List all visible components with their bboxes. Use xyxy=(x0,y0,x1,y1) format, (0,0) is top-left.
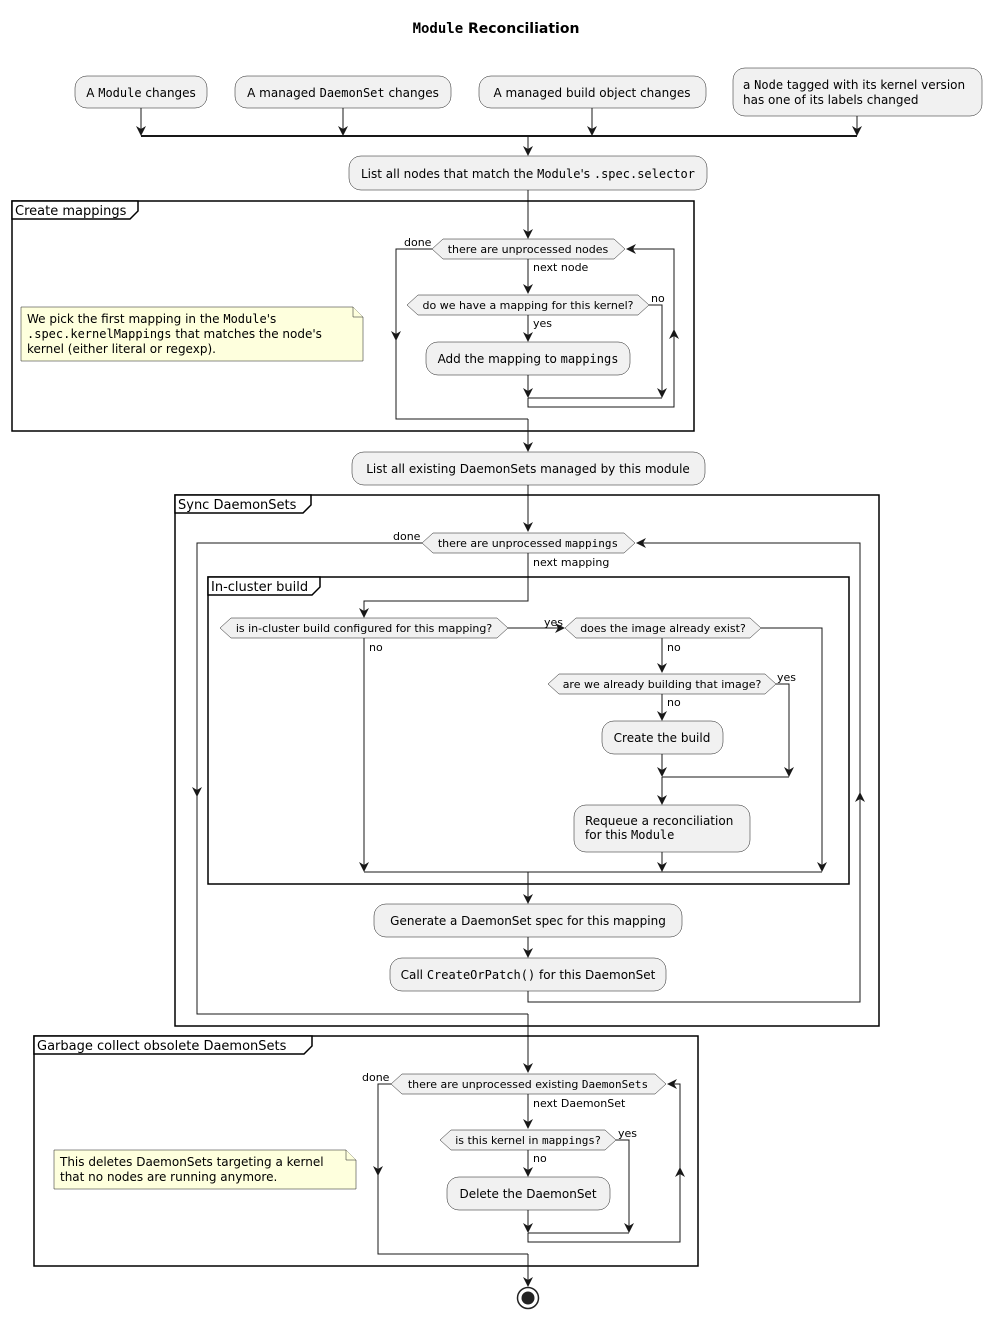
decision-already-building-yes: yes xyxy=(777,671,796,684)
create-build-label: Create the build xyxy=(614,731,711,745)
garbage-collect-title: Garbage collect obsolete DaemonSets xyxy=(37,1039,287,1054)
decision-have-mapping-label: do we have a mapping for this kernel? xyxy=(422,299,633,312)
in-cluster-build-tab xyxy=(207,576,321,596)
loop-unprocessed-mappings-label: there are unprocessed mappings xyxy=(438,537,618,550)
decision-have-mapping-yes: yes xyxy=(533,317,552,330)
note-deletes-daemonsets xyxy=(53,1149,357,1190)
call-patch-label: Call CreateOrPatch() for this DaemonSet xyxy=(401,968,656,982)
decision-kernel-in-mappings-label: is this kernel in mappings? xyxy=(455,1134,601,1147)
arrow-loop3-back xyxy=(527,1079,681,1243)
decision-kernel-yes: yes xyxy=(618,1127,637,1140)
note-deletes-daemonsets-line2: that no nodes are running anymore. xyxy=(60,1170,277,1184)
arrow-loop2-back xyxy=(527,538,861,1003)
garbage-collect-group xyxy=(33,1035,699,1267)
create-mappings-group xyxy=(11,200,695,432)
decision-already-building-no: no xyxy=(667,696,681,709)
loop-unprocessed-nodes xyxy=(431,238,626,260)
trigger-node-labels-line2: has one of its labels changed xyxy=(743,93,919,107)
loop3-next-label: next DaemonSet xyxy=(533,1097,626,1110)
loop2-next-label: next mapping xyxy=(533,556,609,569)
decision-have-mapping-no: no xyxy=(651,292,665,305)
sync-daemonsets-group xyxy=(174,494,880,1027)
arrow-building-yes xyxy=(776,683,794,777)
arrow-loop2-done xyxy=(192,542,422,797)
requeue-label-line2: for this Module xyxy=(585,828,674,842)
add-mapping-label: Add the mapping to mappings xyxy=(438,352,619,366)
note-deletes-daemonsets-corner xyxy=(345,1150,356,1161)
arrow-image-exists xyxy=(761,627,827,872)
trigger-node-labels-line1: a Node tagged with its kernel version xyxy=(743,78,965,92)
loop-unprocessed-mappings xyxy=(421,532,636,554)
loop1-next-label: next node xyxy=(533,261,589,274)
delete-daemonset-label: Delete the DaemonSet xyxy=(459,1187,596,1201)
line-loop3-exit xyxy=(377,1175,528,1255)
line-loop2-exit xyxy=(196,796,528,1015)
create-mappings-title: Create mappings xyxy=(15,204,127,219)
decision-build-configured-label: is in-cluster build configured for this … xyxy=(236,622,493,635)
end-node-inner xyxy=(521,1291,535,1305)
list-daemonsets-label: List all existing DaemonSets managed by … xyxy=(366,462,690,476)
decision-image-exists-no: no xyxy=(667,641,681,654)
garbage-collect-tab xyxy=(33,1035,313,1055)
loop3-done-label: done xyxy=(362,1071,390,1084)
sync-daemonsets-title: Sync DaemonSets xyxy=(178,498,297,513)
decision-already-building-label: are we already building that image? xyxy=(563,678,762,691)
arrow-loop1-done xyxy=(391,248,432,341)
arrow-loop2-next xyxy=(359,553,529,618)
in-cluster-build-title: In-cluster build xyxy=(211,580,308,595)
note-first-mapping-line2: .spec.kernelMappings that matches the no… xyxy=(27,327,322,341)
trigger-module-changes-label: A Module changes xyxy=(86,86,196,100)
loop-unprocessed-daemonsets xyxy=(390,1073,667,1095)
decision-build-configured-yes: yes xyxy=(544,616,563,629)
list-nodes-label: List all nodes that match the Module's .… xyxy=(361,167,695,181)
arrow-mapping-no xyxy=(649,304,667,398)
note-deletes-daemonsets-line1: This deletes DaemonSets targeting a kern… xyxy=(59,1155,324,1169)
arrow-loop3-done xyxy=(373,1083,391,1176)
create-mappings-tab xyxy=(11,200,139,220)
decision-kernel-no: no xyxy=(533,1152,547,1165)
trigger-daemonset-changes-label: A managed DaemonSet changes xyxy=(247,86,439,100)
arrow-kernel-yes xyxy=(616,1139,634,1233)
arrow-loop1-back xyxy=(527,244,675,408)
generate-spec-label: Generate a DaemonSet spec for this mappi… xyxy=(390,914,666,928)
line-loop1-exit xyxy=(395,340,528,420)
diagram-title: Module Reconciliation xyxy=(413,21,580,37)
loop1-done-label: done xyxy=(404,236,432,249)
decision-build-configured-no: no xyxy=(369,641,383,654)
note-first-mapping-corner xyxy=(352,307,363,318)
decision-image-exists-label: does the image already exist? xyxy=(580,622,746,635)
loop-unprocessed-nodes-label: there are unprocessed nodes xyxy=(448,243,609,256)
note-first-mapping-line1: We pick the first mapping in the Module'… xyxy=(27,312,276,326)
trigger-build-object-changes-label: A managed build object changes xyxy=(494,86,691,100)
trigger-node-labels-changed xyxy=(732,67,983,117)
note-first-mapping-line3: kernel (either literal or regexp). xyxy=(27,342,216,356)
loop-unprocessed-daemonsets-label: there are unprocessed existing DaemonSet… xyxy=(408,1078,648,1091)
sync-daemonsets-tab xyxy=(174,494,312,514)
requeue-label-line1: Requeue a reconciliation xyxy=(585,814,733,828)
note-first-mapping xyxy=(20,306,364,362)
loop2-done-label: done xyxy=(393,530,421,543)
